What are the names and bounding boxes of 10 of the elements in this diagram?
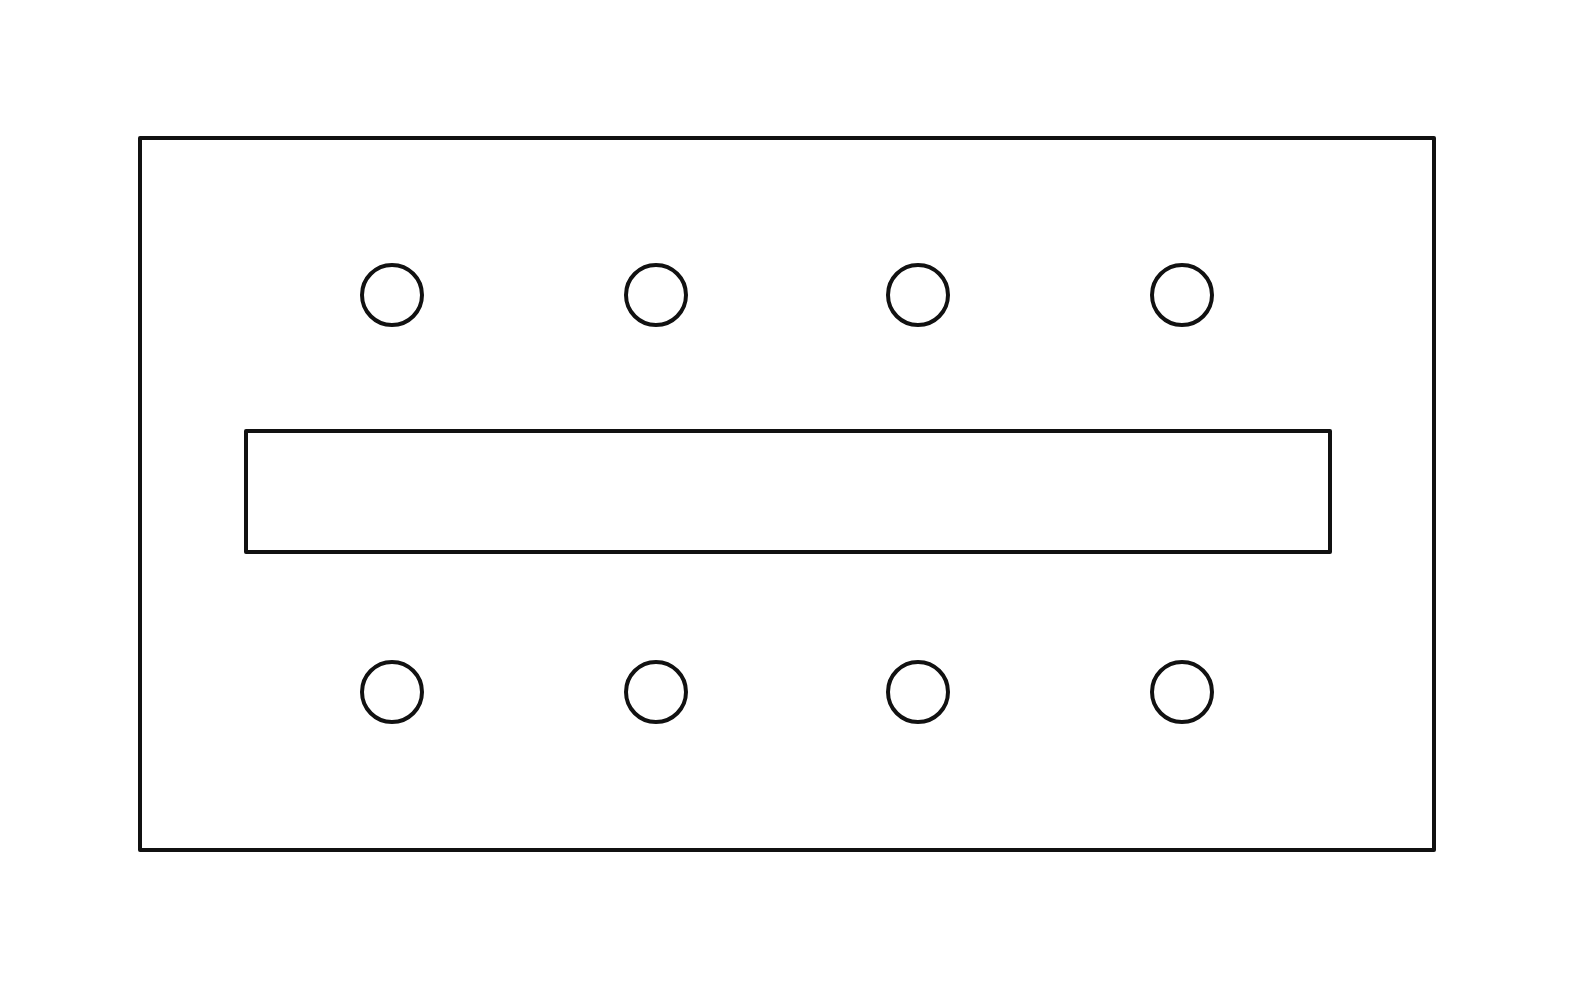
hole-circle	[624, 660, 688, 724]
hole-circle	[886, 263, 950, 327]
slot-bar	[244, 429, 1332, 554]
hole-circle	[360, 660, 424, 724]
hole-circle	[1150, 660, 1214, 724]
hole-circle	[360, 263, 424, 327]
hole-circle	[624, 263, 688, 327]
plate-outline	[138, 136, 1436, 852]
hole-circle	[1150, 263, 1214, 327]
hole-circle	[886, 660, 950, 724]
